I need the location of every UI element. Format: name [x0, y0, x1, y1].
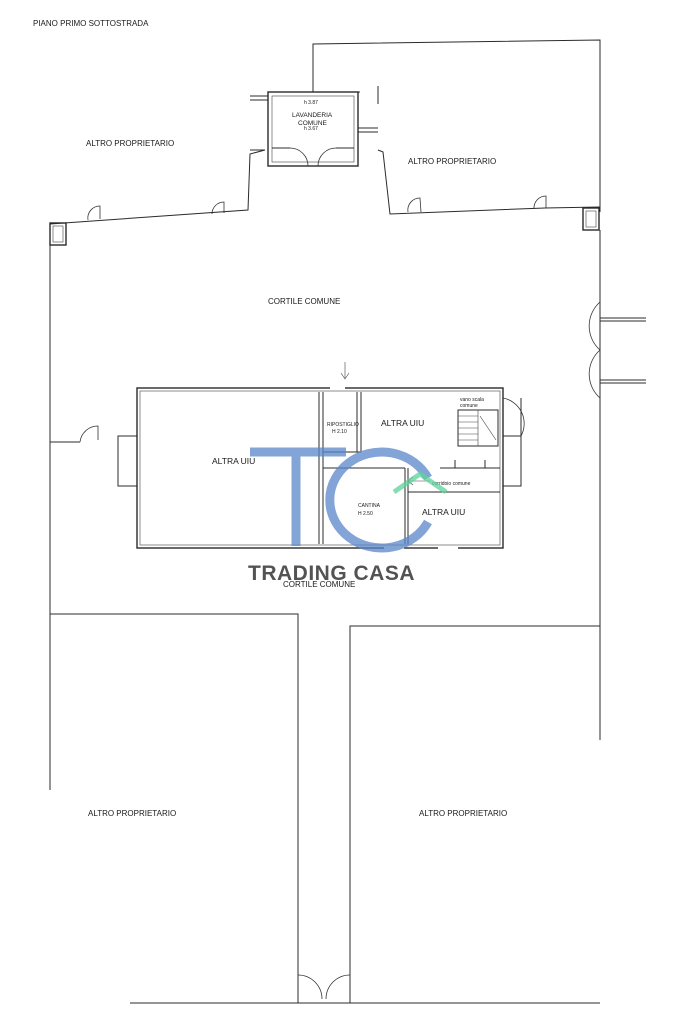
- cantina-height: H 2.50: [358, 511, 373, 517]
- lower-lot-walls: [50, 613, 600, 1004]
- watermark-logo: [250, 447, 448, 553]
- altro-proprietario-nw: ALTRO PROPRIETARIO: [86, 139, 174, 148]
- building-right-door: [502, 397, 525, 437]
- corridoio-label: corridoio comune: [432, 481, 471, 487]
- boundary-doors-top: [87, 195, 547, 221]
- lavanderia-height-top: h 3.87: [304, 100, 318, 106]
- right-gate: [588, 301, 646, 399]
- altra-uiu-center: ALTRA UIU: [381, 418, 424, 428]
- altro-proprietario-sw: ALTRO PROPRIETARIO: [88, 809, 176, 818]
- lavanderia-label-line1: LAVANDERIA: [292, 112, 333, 119]
- lavanderia-comune: h 3.87 LAVANDERIA COMUNE h 3.67: [267, 91, 359, 167]
- watermark-brand: TRADING CASA: [248, 562, 415, 585]
- central-building: [117, 386, 522, 550]
- lavanderia-label-line2: COMUNE: [298, 120, 328, 127]
- altro-proprietario-se: ALTRO PROPRIETARIO: [419, 809, 507, 818]
- left-side-door: [50, 425, 99, 443]
- vano-scala-line2: comune: [460, 403, 478, 409]
- vano-scala-line1: vano scala: [460, 397, 484, 403]
- ripostiglio-label: RIPOSTIGLIO: [327, 422, 359, 428]
- cantina-label: CANTINA: [358, 503, 381, 509]
- altro-proprietario-ne: ALTRO PROPRIETARIO: [408, 157, 496, 166]
- plan-title: PIANO PRIMO SOTTOSTRADA: [33, 19, 149, 28]
- pillars: [49, 207, 600, 246]
- altra-uiu-left: ALTRA UIU: [212, 456, 255, 466]
- altra-uiu-right: ALTRA UIU: [422, 507, 465, 517]
- bottom-gate: [297, 974, 351, 1003]
- cortile-comune-bottom: CORTILE COMUNE: [283, 580, 355, 589]
- lavanderia-height-bottom: h 3.67: [304, 126, 318, 132]
- staircase: vano scala comune: [457, 397, 499, 447]
- upper-boundary-walls: [49, 39, 601, 225]
- entry-arrow: [340, 362, 350, 380]
- ripostiglio-height: H 2.10: [332, 429, 347, 435]
- cortile-comune-top: CORTILE COMUNE: [268, 297, 340, 306]
- courtyard-side-walls: [49, 230, 601, 790]
